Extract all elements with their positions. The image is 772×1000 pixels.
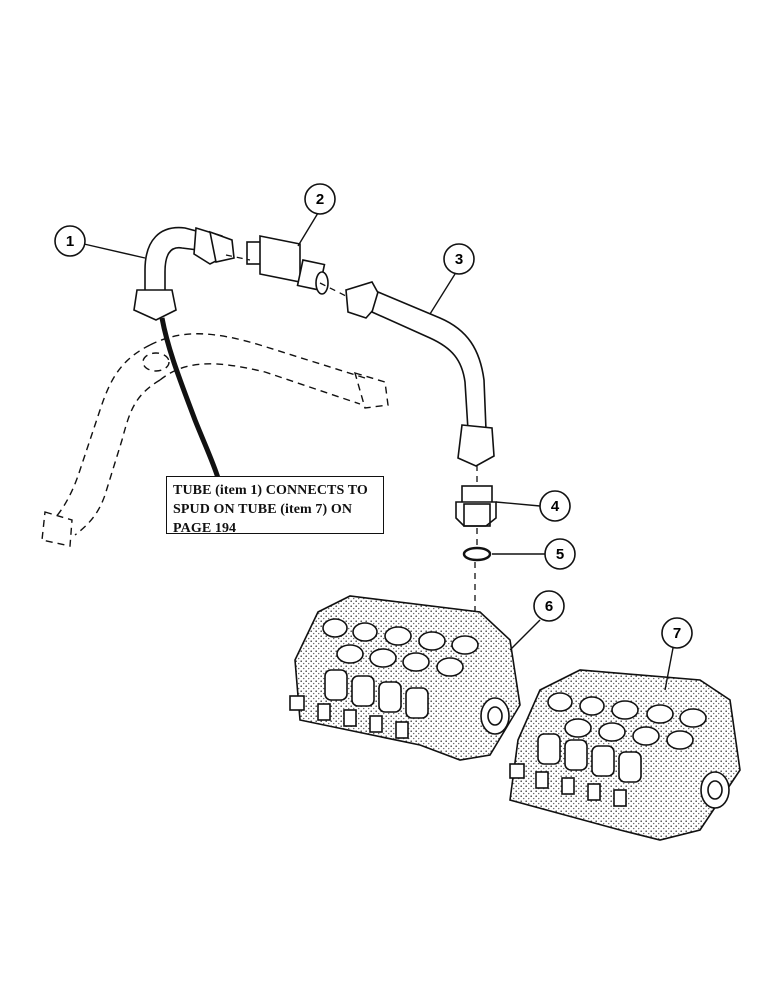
callout-1: 1 (54, 225, 86, 257)
tube-item-3 (345, 281, 495, 467)
callout-3: 3 (443, 243, 475, 275)
union-item-2 (246, 235, 329, 295)
adapter-item-4 (455, 485, 497, 527)
svg-text:2: 2 (316, 191, 324, 208)
note-leader-line (159, 317, 221, 479)
phantom-tube (41, 333, 389, 547)
oring-item-5 (462, 546, 492, 562)
tube-item-1 (133, 226, 235, 321)
callout-6: 6 (533, 590, 565, 622)
callout-2: 2 (304, 183, 336, 215)
callout-4: 4 (539, 490, 571, 522)
note-line-2: SPUD ON TUBE (item 7) ON (173, 502, 353, 517)
svg-text:1: 1 (66, 233, 74, 250)
callout-leaders (83, 212, 674, 691)
note-line-3: PAGE 194 (173, 521, 237, 536)
callout-7: 7 (661, 617, 693, 649)
svg-text:3: 3 (455, 251, 463, 268)
assembly-center-lines (225, 254, 478, 640)
callout-5: 5 (544, 538, 576, 570)
control-valve-item-6 (289, 595, 521, 761)
note-box: TUBE (item 1) CONNECTS TO SPUD ON TUBE (… (166, 476, 384, 536)
note-line-1: TUBE (item 1) CONNECTS TO (173, 483, 368, 498)
svg-text:4: 4 (551, 498, 560, 515)
control-valve-item-7 (509, 669, 741, 841)
svg-text:6: 6 (545, 598, 553, 615)
svg-text:7: 7 (673, 625, 681, 642)
svg-text:5: 5 (556, 546, 564, 563)
